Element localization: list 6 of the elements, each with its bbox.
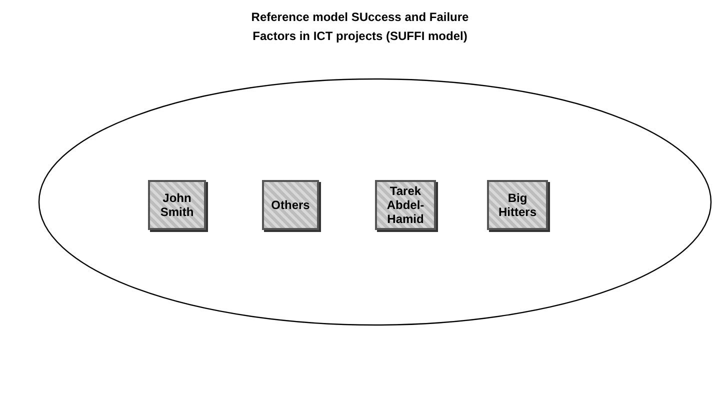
- name-tile: Tarek Abdel-Hamid: [375, 180, 436, 230]
- name-tile: Others: [262, 180, 319, 230]
- name-tile: John Smith: [148, 180, 206, 230]
- name-tile: Big Hitters: [487, 180, 548, 230]
- diagram-title: Reference model SUccess and Failure Factors in ICT projects (SUFFI model): [250, 9, 470, 45]
- ellipse-outline: [38, 78, 712, 326]
